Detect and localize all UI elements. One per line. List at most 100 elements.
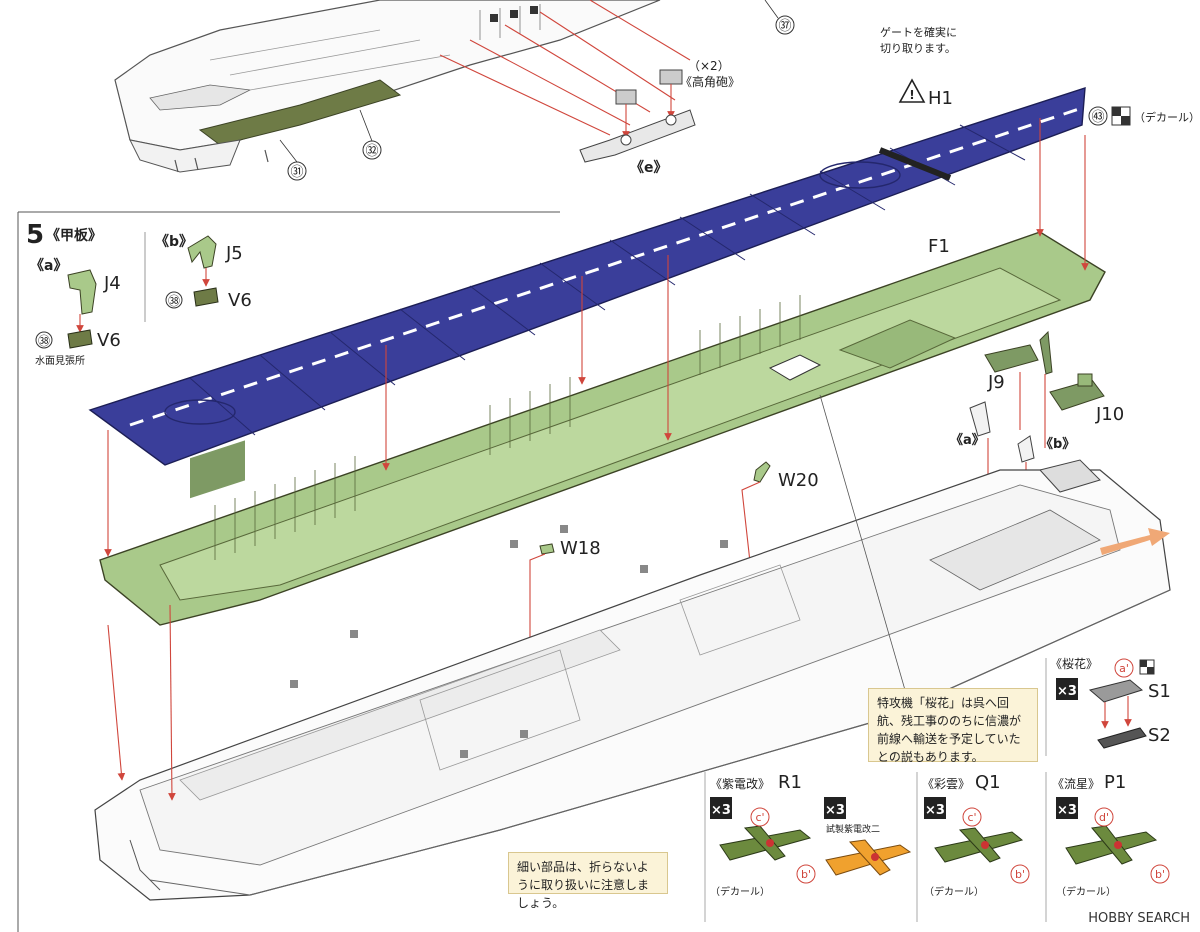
part-j9-shape [984,330,1053,375]
svg-text:㉛: ㉛ [290,165,303,180]
shiden2-plane-icon [825,839,912,876]
top-hull-drawing [114,0,661,173]
saiun-qty-badge: ×3 [924,797,946,819]
part-p1-label: P1 [1104,772,1126,793]
svg-text:×3: ×3 [1057,684,1077,699]
saiun-plane-icon [934,827,1024,863]
part-j4-label: J4 [103,273,121,294]
a-mark-label: 《a》 [30,258,67,274]
warning-icon: ! [898,78,926,103]
part-j9-label: J9 [987,372,1005,393]
gate-note-line1: ゲートを確実に [880,25,957,39]
shiden2-qty-badge: ×3 [824,797,846,819]
callout-38-a: ㊳ [35,331,53,349]
part-s1-label: S1 [1148,681,1171,702]
svg-text:×3: ×3 [925,803,945,818]
saiun-decal-b: b' [1010,864,1030,884]
part-v6-a-label: V6 [97,330,121,351]
saiun-decal-c: c' [962,807,982,827]
flight-deck-h1 [88,87,1086,466]
part-v6-a-shape [67,329,93,349]
ryusei-decal-label: （デカール） [1056,885,1116,898]
shiden-decal-c: c' [750,807,770,827]
part-v6-b-label: V6 [228,290,252,311]
hangar-deck-f1 [99,231,1106,626]
ryusei-decal-d: d' [1094,807,1114,827]
part-w18-shape [539,543,555,555]
ryusei-plane-icon [1065,825,1158,865]
part-w20-label: W20 [778,470,819,491]
part-h1-label: H1 [928,88,953,109]
ryusei-decal-b: b' [1150,864,1170,884]
step-number: 5 [26,220,44,250]
svg-text:×3: ×3 [1057,803,1077,818]
part-j5-label: J5 [225,243,243,264]
b-mark-label: 《b》 [155,234,193,250]
b-mark-right-label: 《b》 [1040,436,1075,452]
part-v6-b-shape [193,287,219,307]
part-j5-shape [187,235,217,269]
callout-37: ㊲ [764,0,795,35]
svg-text:c': c' [967,811,976,824]
svg-text:×3: ×3 [711,803,731,818]
part-w20-shape [753,461,771,483]
callout-43: ㊸ [1088,106,1108,126]
part-f1-label: F1 [928,236,950,257]
ouka-decal-marker: a' [1114,658,1155,678]
svg-text:b': b' [1015,868,1025,881]
shiden-title: 《紫電改》 [710,777,770,791]
shiden2-caption: 試製紫電改二 [826,823,880,835]
svg-text:b': b' [1155,868,1165,881]
a-mark-right-label: 《a》 [950,432,985,448]
gate-note-line2: 切り取ります。 [880,42,956,55]
step-title: 《甲板》 [46,227,102,244]
top-leader-lines [439,0,691,136]
svg-text:c': c' [755,811,764,824]
part-w18-label: W18 [560,538,601,559]
part-j10-shape [1049,373,1105,411]
shiden-qty-badge: ×3 [710,797,732,819]
watermark: HOBBY SEARCH [1088,911,1190,926]
svg-text:a': a' [1119,662,1129,675]
saiun-decal-label: （デカール） [924,885,984,898]
svg-text:㊳: ㊳ [168,294,180,308]
suimen-label: 水面見張所 [35,355,85,367]
ouka-title: 《桜花》 [1050,656,1098,671]
part-b-right-shape [1017,435,1035,463]
ryusei-title: 《流星》 [1052,777,1100,791]
svg-text:㊲: ㊲ [778,19,791,34]
koukakuhou-label: 《高角砲》 [680,74,740,89]
callout-38-b: ㊳ [165,291,183,309]
svg-text:b': b' [801,868,811,881]
decal-top-label: （デカール） [1134,110,1200,124]
part-a-right-shape [969,401,991,437]
direction-arrow-icon [1100,528,1170,555]
svg-text:㊳: ㊳ [38,334,50,348]
ouka-qty-badge: ×3 [1056,678,1078,700]
ouka-on-deck-icon [768,354,822,381]
svg-text:d': d' [1099,811,1109,824]
svg-text:!: ! [909,88,914,102]
callout-32: ㉜ [359,109,382,160]
shiden-decal-b: b' [796,864,816,884]
x2-label: （×2） [688,59,730,73]
ouka-note-box: 特攻機「桜花」は呉へ回航、残工事ののちに信濃が前線へ輸送を予定していたとの説もあ… [868,688,1038,764]
svg-text:×3: ×3 [825,803,845,818]
shiden-decal-label: （デカール） [710,885,770,898]
saiun-title: 《彩雲》 [922,777,970,791]
part-j10-label: J10 [1095,404,1124,425]
part-r1-label: R1 [778,772,802,793]
svg-text:㊸: ㊸ [1091,110,1104,125]
care-note-box: 細い部品は、折らないように取り扱いに注意しましょう。 [508,852,668,910]
main-hull [94,459,1171,901]
deck-leader-lines [104,118,1089,557]
part-j4-shape [67,269,97,315]
decal-icon [1111,106,1131,126]
part-s2-label: S2 [1148,725,1171,746]
ryusei-qty-badge: ×3 [1056,797,1078,819]
part-q1-label: Q1 [975,772,1001,793]
ouka-s1-shape [1088,679,1144,703]
shiden-plane-icon [719,825,812,861]
